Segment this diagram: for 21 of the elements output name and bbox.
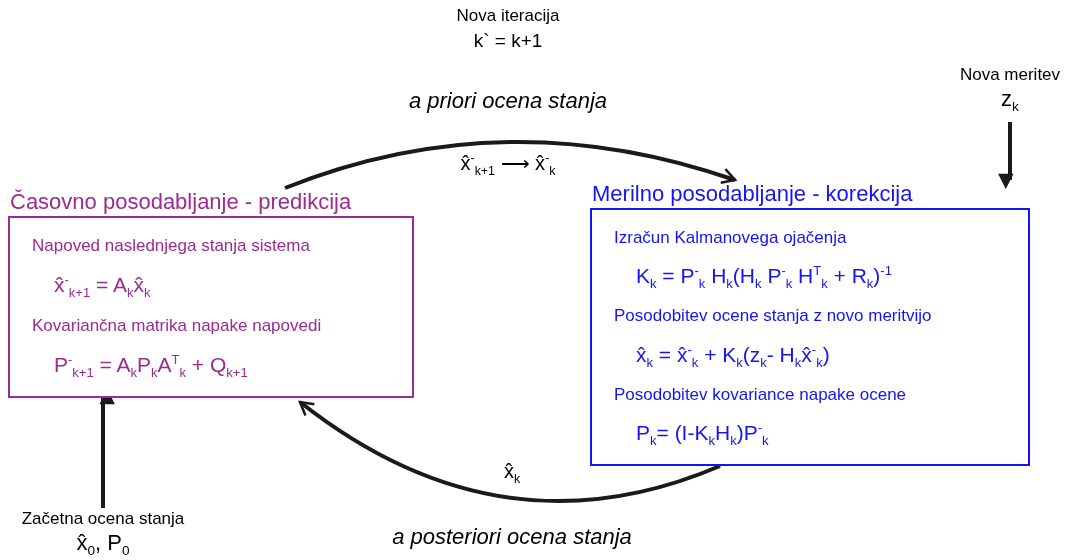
section-heading: Časovno posodabljanje - predikcija: [9, 188, 353, 216]
step-description: Napoved naslednjega stanja sistema: [32, 235, 311, 256]
step-description: Kovariančna matrika napake napovedi: [32, 315, 323, 336]
formula: x̂$_{0}$, P$_{0}$: [76, 529, 130, 560]
note-text: Nova iteracija: [456, 6, 560, 26]
formula: K$_{k}$ = P$^{-}$$_{k}$ H$_{k}$(H$_{k}$ P$^{-}$$_{k}$ H$^{T}$$_{k}$ + R$_{k}$)$^{-1}$: [635, 262, 892, 292]
arrow: [998, 122, 1014, 190]
input-label: Začetna ocena stanja: [21, 508, 185, 530]
step-description: Izračun Kalmanovega ojačenja: [614, 227, 848, 248]
arrow: [284, 140, 737, 190]
step-description: Posodobitev kovariance napake ocene: [614, 384, 908, 405]
formula: z$_{k}$: [1001, 85, 1019, 116]
formula: x̂$^{-}$$_{k+1}$ = A$_{k}$x̂$_{k}$: [53, 271, 151, 301]
note-text: k` = k+1: [473, 30, 543, 52]
input-label: Nova meritev: [959, 64, 1061, 86]
formula: P$^{-}$$_{k+1}$ = A$_{k}$P$_{k}$A$^{T}$$_{k}$ + Q$_{k+1}$: [53, 351, 248, 381]
section-heading: Merilno posodabljanje - korekcija: [591, 180, 914, 208]
arrow: [298, 400, 721, 503]
step-description: Posodobitev ocene stanja z novo meritvijo: [614, 306, 933, 327]
formula: x̂$_{k}$: [503, 460, 521, 486]
formula: x̂$_{k}$ = x̂$^{-}$$_{k}$ + K$_{k}$(z$_{k}$- H$_{k}$x̂$^{-}$$_{k}$): [635, 341, 830, 370]
